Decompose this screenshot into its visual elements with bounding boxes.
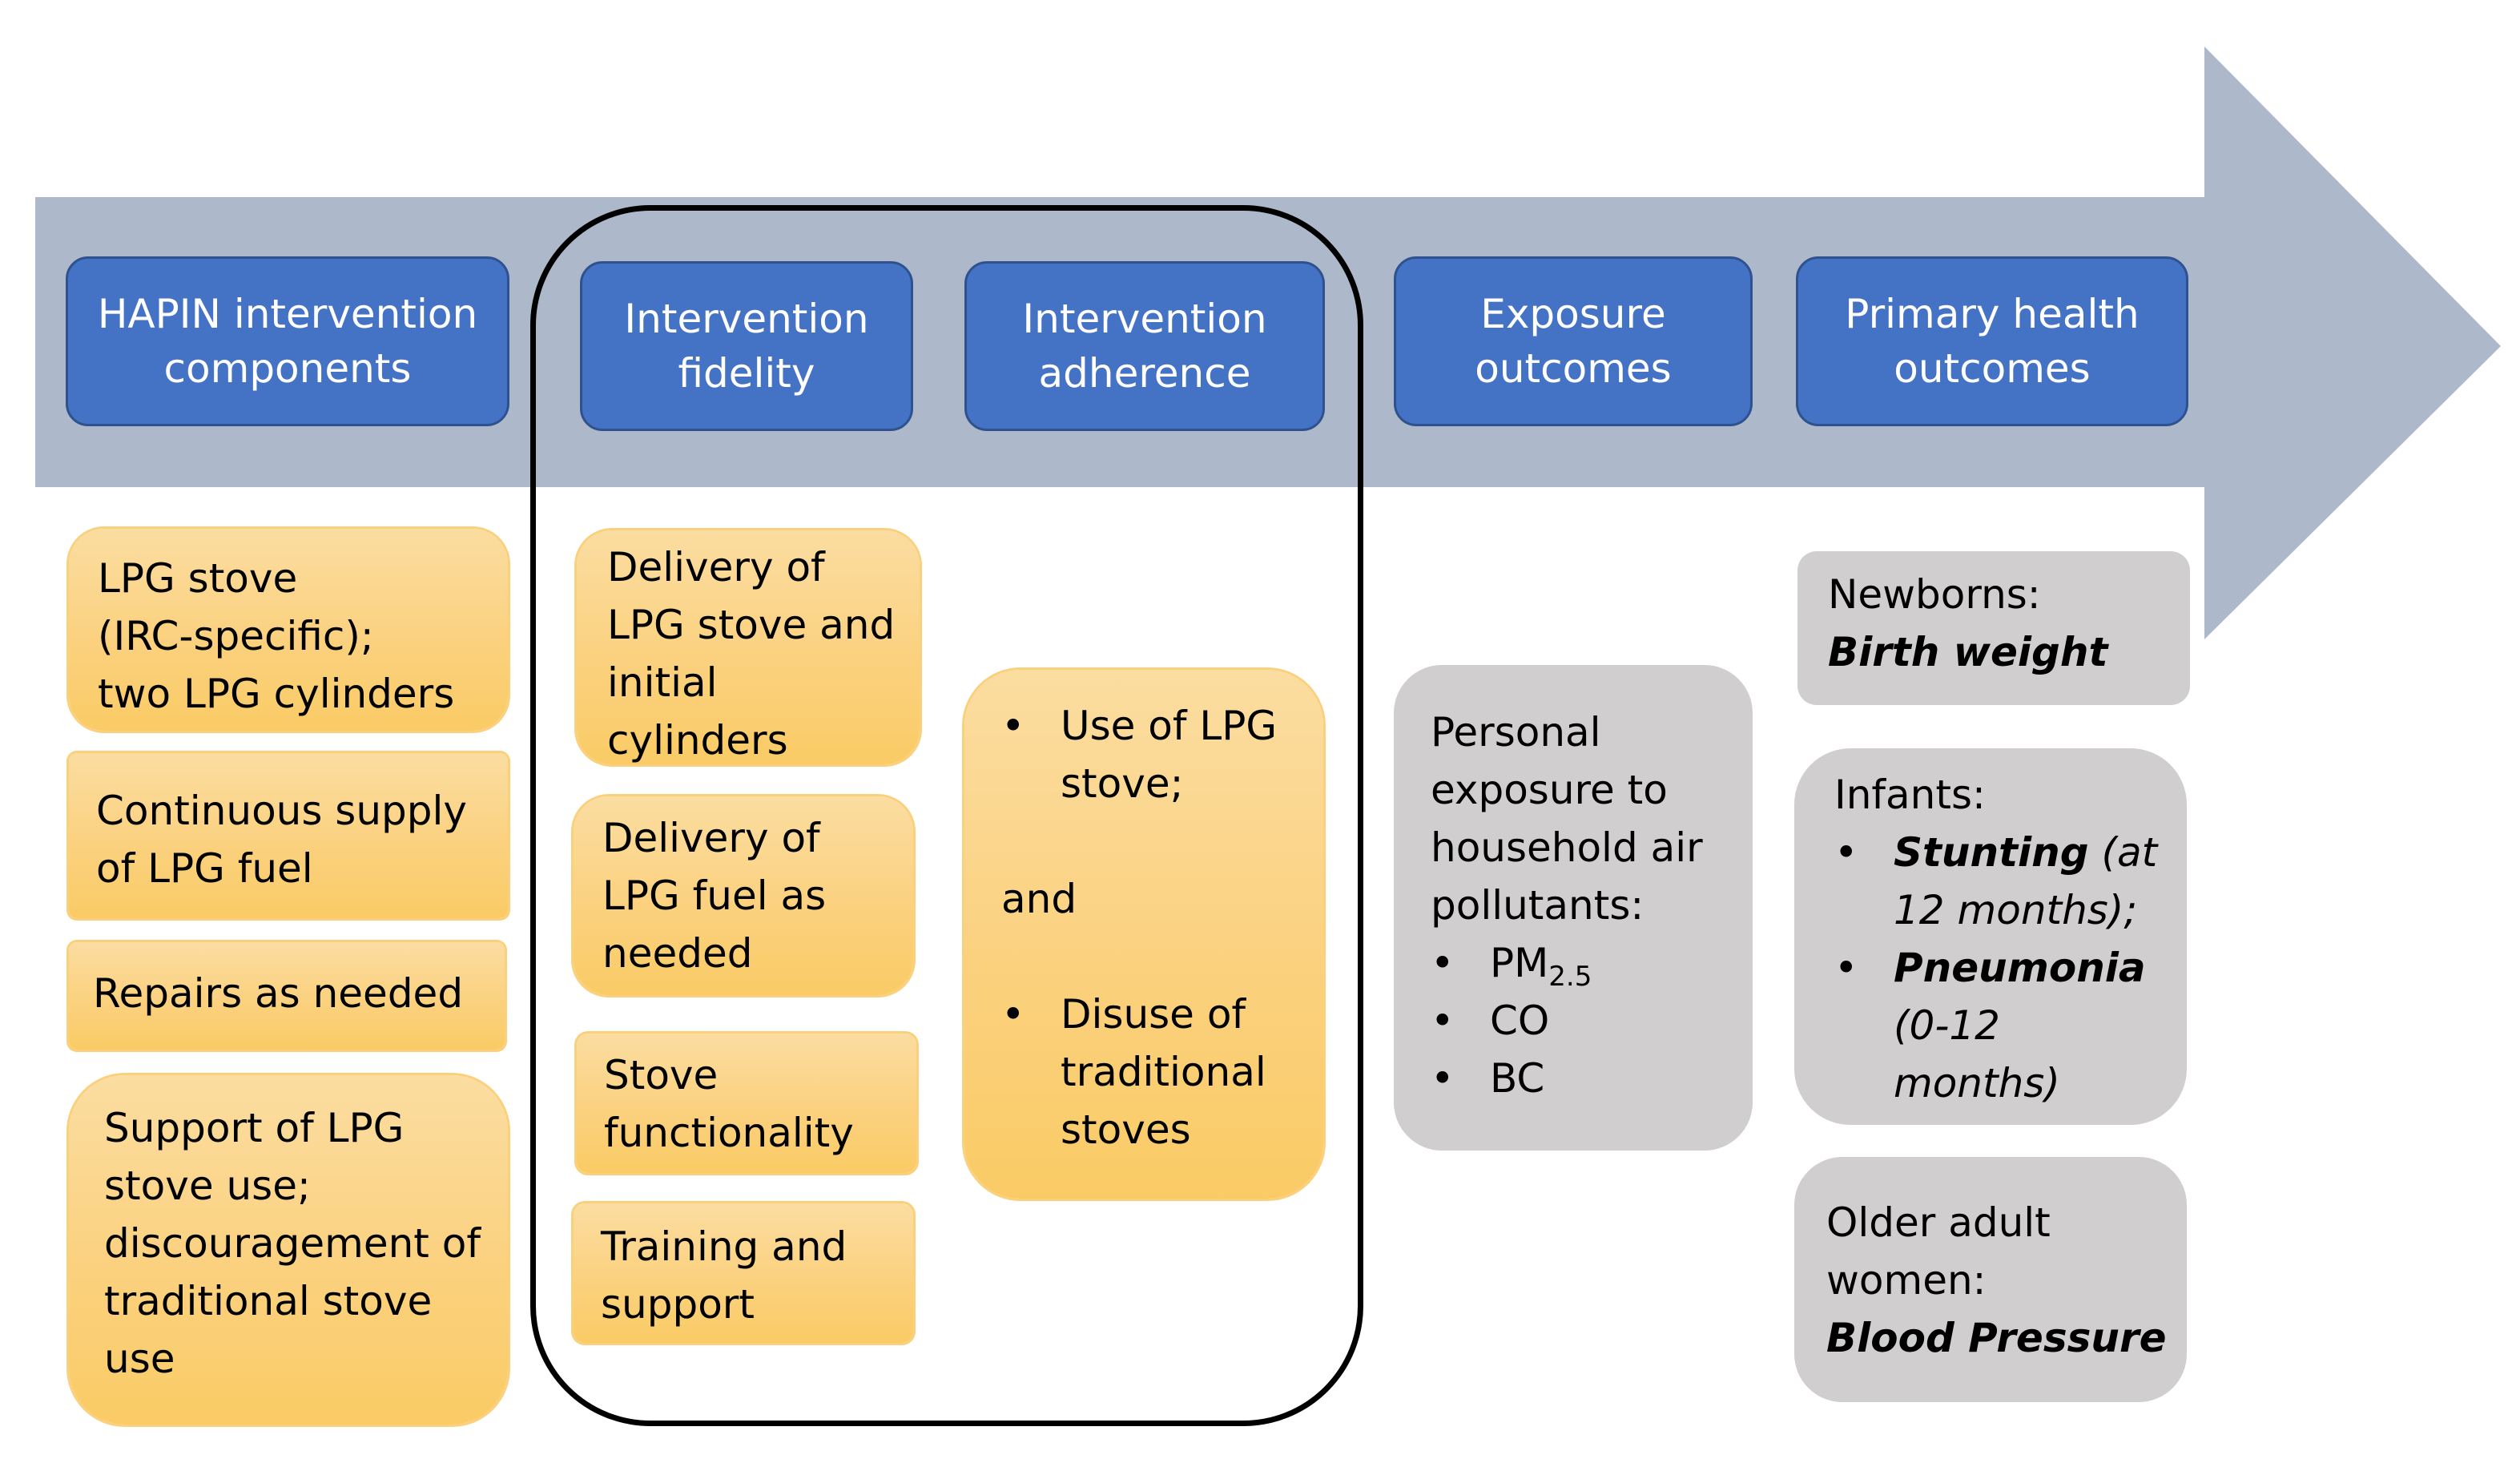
component-box-4-line-5: use	[104, 1336, 175, 1382]
infants-bullet-pneumonia: • Pneumonia (0-12 months)	[1834, 939, 2158, 1112]
pneumonia-detail-1: (0-12	[1894, 1002, 2000, 1049]
fidelity-box-2-line-1: Delivery of	[602, 815, 820, 861]
fidelity-box-2-line-2: LPG fuel as	[602, 873, 827, 919]
bullet-icon: •	[1834, 829, 1858, 876]
exposure-line-2: exposure to	[1431, 767, 1668, 813]
header-fidelity-line-2: fidelity	[678, 350, 815, 397]
co-label: CO	[1490, 998, 1550, 1044]
fidelity-box-4-line-1: Training and	[601, 1223, 847, 1270]
bc-label: BC	[1490, 1055, 1545, 1102]
exposure-line-1: Personal	[1431, 709, 1601, 756]
health-box-women: Older adult women: Blood Pressure	[1794, 1157, 2187, 1402]
header-health: Primary health outcomes	[1796, 256, 2188, 426]
health-box-infants: Infants: • Stunting (at 12 months); • Pneum…	[1794, 748, 2187, 1125]
pm-label: PM	[1490, 940, 1549, 986]
stunting-label: Stunting	[1894, 829, 2089, 876]
header-fidelity-line-1: Intervention	[624, 296, 869, 342]
adherence-box: • Use of LPG stove; and • Disuse of traditio…	[964, 670, 1323, 1199]
header-adherence-line-1: Intervention	[1022, 296, 1267, 342]
bullet-icon: •	[1001, 991, 1025, 1038]
bullet-icon: •	[1834, 945, 1858, 991]
fidelity-adherence-frame	[530, 205, 1363, 1426]
component-box-fuel-supply: Continuous supply of LPG fuel	[69, 753, 508, 918]
adherence-bullet-2-line-2: traditional	[1061, 1049, 1266, 1095]
component-box-support: Support of LPG stove use; discouragement…	[69, 1075, 508, 1425]
fidelity-box-1-line-3: initial	[607, 659, 718, 706]
pneumonia-label: Pneumonia	[1894, 945, 2146, 991]
stunting-detail-2: 12 months);	[1894, 887, 2138, 933]
stunting-detail-1: (at	[2101, 829, 2158, 876]
header-fidelity: Intervention fidelity	[580, 261, 913, 431]
fidelity-box-training: Training and support	[574, 1203, 913, 1343]
header-adherence-line-2: adherence	[1038, 350, 1251, 397]
women-label-2: women:	[1826, 1257, 1987, 1304]
bullet-icon: •	[1431, 940, 1455, 986]
infants-label: Infants:	[1834, 772, 1986, 818]
bullet-icon: •	[1431, 998, 1455, 1044]
component-box-4-line-4: traditional stove	[104, 1278, 433, 1324]
bullet-icon: •	[1001, 703, 1025, 749]
fidelity-box-3-line-2: functionality	[604, 1110, 854, 1156]
exposure-line-3: household air	[1431, 824, 1703, 871]
component-box-2-line-1: Continuous supply	[96, 788, 467, 834]
header-components: HAPIN intervention components	[66, 256, 509, 426]
exposure-bullet-co: • CO	[1431, 992, 1724, 1050]
header-components-line-1: HAPIN intervention	[97, 291, 478, 337]
newborns-label: Newborns:	[1828, 571, 2041, 618]
component-box-repairs: Repairs as needed	[69, 942, 505, 1050]
component-box-stove-cylinders: LPG stove (IRC-specific); two LPG cylind…	[69, 529, 508, 731]
health-box-newborns: Newborns: Birth weight	[1797, 551, 2190, 705]
infants-bullet-stunting: • Stunting (at 12 months);	[1834, 824, 2158, 939]
header-exposure-line-1: Exposure	[1480, 291, 1666, 337]
exposure-bullet-pm: • PM2.5	[1431, 934, 1724, 992]
adherence-bullet-2: • Disuse of traditional stoves	[1001, 985, 1296, 1159]
component-box-1-line-2: (IRC-specific);	[98, 613, 374, 659]
fidelity-box-1-line-1: Delivery of	[607, 544, 825, 590]
header-exposure: Exposure outcomes	[1394, 256, 1753, 426]
component-box-4-line-3: discouragement of	[104, 1220, 481, 1267]
adherence-connector: and	[1001, 876, 1077, 922]
fidelity-box-stove-functionality: Stove functionality	[577, 1034, 916, 1173]
header-health-line-2: outcomes	[1894, 345, 2091, 392]
fidelity-box-1-line-4: cylinders	[607, 717, 788, 764]
newborns-outcome: Birth weight	[1828, 629, 2108, 675]
header-exposure-line-2: outcomes	[1475, 345, 1672, 392]
adherence-bullet-1-line-1: Use of LPG	[1061, 703, 1278, 749]
component-box-3-line-1: Repairs as needed	[93, 970, 464, 1017]
exposure-box: Personal exposure to household air pollu…	[1394, 665, 1753, 1151]
adherence-bullet-1-line-2: stove;	[1061, 760, 1184, 807]
bullet-icon: •	[1431, 1055, 1455, 1102]
component-box-1-line-1: LPG stove	[98, 555, 298, 602]
fidelity-box-1-line-2: LPG stove and	[607, 602, 896, 648]
fidelity-box-stove-delivery: Delivery of LPG stove and initial cylind…	[577, 530, 920, 764]
component-box-4-line-2: stove use;	[104, 1163, 311, 1209]
header-health-line-1: Primary health	[1845, 291, 2140, 337]
header-components-line-2: components	[163, 345, 412, 392]
women-label-1: Older adult	[1826, 1199, 2051, 1246]
pm-subscript: 2.5	[1548, 961, 1592, 993]
adherence-bullet-2-line-1: Disuse of	[1061, 991, 1246, 1038]
adherence-bullet-2-line-3: stoves	[1061, 1106, 1191, 1153]
fidelity-box-3-line-1: Stove	[604, 1052, 719, 1098]
exposure-bullet-bc: • BC	[1431, 1050, 1724, 1107]
exposure-line-4: pollutants:	[1431, 882, 1644, 929]
fidelity-box-fuel-delivery: Delivery of LPG fuel as needed	[574, 796, 913, 995]
fidelity-box-2-line-3: needed	[602, 930, 753, 977]
pneumonia-detail-2: months)	[1894, 1060, 2060, 1106]
component-box-2-line-2: of LPG fuel	[96, 845, 313, 892]
women-outcome: Blood Pressure	[1826, 1315, 2167, 1361]
component-box-1-line-3: two LPG cylinders	[98, 671, 455, 717]
adherence-bullet-1: • Use of LPG stove;	[1001, 697, 1296, 812]
component-box-4-line-1: Support of LPG	[104, 1105, 405, 1151]
